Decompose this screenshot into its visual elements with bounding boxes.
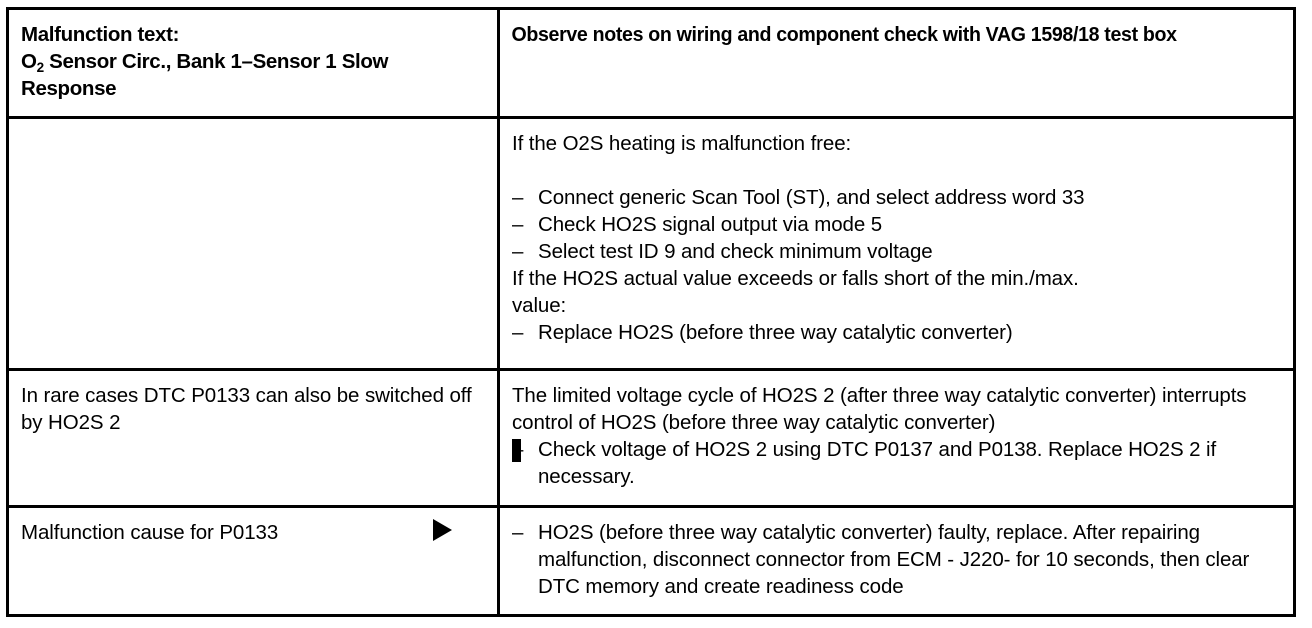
cell-empty-left	[7, 115, 500, 370]
list-item-text: Check voltage of HO2S 2 using DTC P0137 …	[538, 437, 1217, 488]
list-item: – Check voltage of HO2S 2 using DTC P013…	[512, 436, 1287, 490]
ho2s2-block: The limited voltage cycle of HO2S 2 (aft…	[500, 371, 1293, 498]
list-item: – HO2S (before three way catalytic conve…	[512, 519, 1287, 600]
dash-bullet-icon: –	[512, 521, 524, 545]
rare-cases-block: In rare cases DTC P0133 can also be swit…	[9, 371, 497, 444]
cell-malfunction-cause-label: Malfunction cause for P0133	[7, 505, 500, 616]
malfunction-text-block: Malfunction text: O2 Sensor Circ., Bank …	[9, 10, 497, 110]
list-item-text: Replace HO2S (before three way catalytic…	[538, 320, 1013, 344]
header-cell-observe-notes: Observe notes on wiring and component ch…	[498, 8, 1295, 118]
table-row-header: Malfunction text: O2 Sensor Circ., Bank …	[7, 8, 1295, 118]
dash-bullet-icon: –	[512, 320, 524, 344]
malfunction-text-label: Malfunction text:	[21, 23, 180, 46]
malfunction-cause-action-block: – HO2S (before three way catalytic conve…	[500, 508, 1293, 608]
list-item: – Connect generic Scan Tool (ST), and se…	[512, 184, 1287, 211]
list-item: – Replace HO2S (before three way catalyt…	[512, 319, 1287, 346]
rare-cases-text: In rare cases DTC P0133 can also be swit…	[21, 383, 472, 434]
list-item-text: Select test ID 9 and check minimum volta…	[538, 239, 933, 263]
dash-bullet-icon: –	[512, 239, 524, 263]
cell-malfunction-cause-action: – HO2S (before three way catalytic conve…	[498, 505, 1295, 616]
cell-o2s-heating-steps: If the O2S heating is malfunction free: …	[498, 115, 1295, 370]
dash-bullet-icon: –	[512, 212, 524, 236]
list-item-text: HO2S (before three way catalytic convert…	[538, 521, 1250, 599]
table-row-malfunction-cause: Malfunction cause for P0133 – HO2S (befo…	[7, 505, 1295, 616]
ho2s2-paragraph: The limited voltage cycle of HO2S 2 (aft…	[512, 383, 1247, 434]
o2s-note-line-1: If the HO2S actual value exceeds or fall…	[512, 266, 1079, 290]
dtc-diagnostic-table: Malfunction text: O2 Sensor Circ., Bank …	[6, 7, 1296, 617]
cell-ho2s2-explanation: The limited voltage cycle of HO2S 2 (aft…	[498, 367, 1295, 507]
empty-block	[9, 119, 497, 138]
list-item-text: Check HO2S signal output via mode 5	[538, 212, 883, 236]
malfunction-text-code-line2: Response	[21, 77, 117, 100]
observe-notes-text: Observe notes on wiring and component ch…	[511, 23, 1177, 46]
o2s-heating-block: If the O2S heating is malfunction free: …	[500, 119, 1293, 354]
observe-notes-block: Observe notes on wiring and component ch…	[500, 10, 1295, 56]
malfunction-cause-block: Malfunction cause for P0133	[9, 508, 497, 554]
malfunction-text-code-line: O2 Sensor Circ., Bank 1–Sensor 1 Slow	[21, 48, 487, 75]
right-triangle-marker-icon	[433, 519, 452, 542]
scan-ink-artifact	[512, 438, 521, 462]
list-item-text: Connect generic Scan Tool (ST), and sele…	[538, 185, 1085, 209]
header-cell-malfunction-text: Malfunction text: O2 Sensor Circ., Bank …	[7, 8, 500, 118]
list-item: – Check HO2S signal output via mode 5	[512, 211, 1287, 238]
o2s-note-line-2: value:	[512, 293, 567, 317]
malfunction-text-code-rest: Sensor Circ., Bank 1–Sensor 1 Slow	[43, 50, 389, 73]
table-row-o2s-heating-check: If the O2S heating is malfunction free: …	[7, 115, 1295, 370]
cell-rare-cases-note: In rare cases DTC P0133 can also be swit…	[7, 367, 500, 507]
table-row-ho2s2-switch-off: In rare cases DTC P0133 can also be swit…	[7, 367, 1295, 507]
o2-symbol-base: O	[21, 50, 37, 73]
dash-bullet-icon: –	[512, 185, 524, 209]
o2-symbol-subscript: 2	[36, 59, 45, 75]
paragraph-gap	[512, 157, 1287, 184]
list-item: – Select test ID 9 and check minimum vol…	[512, 238, 1287, 265]
malfunction-cause-text: Malfunction cause for P0133	[21, 521, 279, 545]
o2s-heating-intro: If the O2S heating is malfunction free:	[512, 131, 852, 155]
